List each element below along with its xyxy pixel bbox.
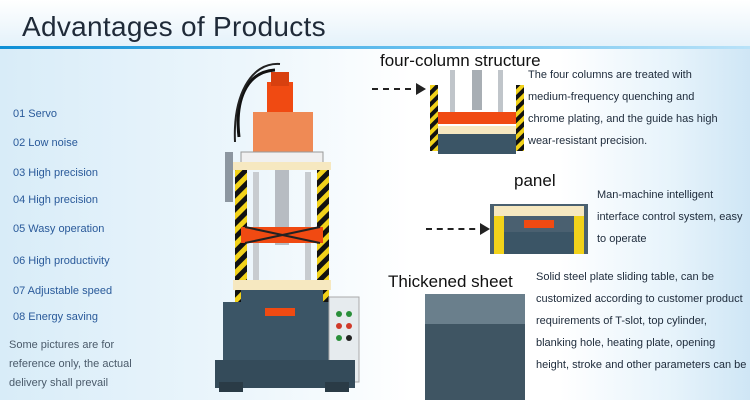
thickened-sheet-thumbnail [425, 294, 525, 400]
page-title: Advantages of Products [22, 11, 326, 42]
panel-thumbnail [490, 204, 588, 254]
feature-heading-panel: panel [514, 171, 556, 190]
hydraulic-press-image [215, 62, 360, 392]
feature-description-panel: Man-machine intelligent interface contro… [597, 189, 743, 245]
advantage-item: 07 Adjustable speed [13, 285, 113, 297]
feature-description-four-column: The four columns are treated with medium… [528, 69, 718, 147]
title-bar [0, 0, 750, 48]
advantage-item: 05 Wasy operation [13, 223, 105, 235]
arrow-icon [372, 83, 426, 95]
four-column-thumbnail [428, 70, 526, 154]
arrow-icon [426, 223, 490, 235]
background-glow [560, 0, 750, 400]
title-underline [0, 46, 750, 49]
advantage-item: 06 High productivity [13, 255, 110, 267]
feature-heading-four-column: four-column structure [380, 51, 541, 70]
advantage-item: 03 High precision [13, 167, 98, 179]
feature-heading-thickened-sheet: Thickened sheet [388, 272, 513, 291]
feature-description-thickened-sheet: Solid steel plate sliding table, can be … [536, 271, 747, 371]
advantage-item: 04 High precision [13, 194, 98, 206]
advantage-item: 02 Low noise [13, 137, 78, 149]
disclaimer-note: Some pictures are for reference only, th… [9, 339, 132, 389]
advantage-item: 01 Servo [13, 108, 58, 120]
advantage-item: 08 Energy saving [13, 311, 98, 323]
